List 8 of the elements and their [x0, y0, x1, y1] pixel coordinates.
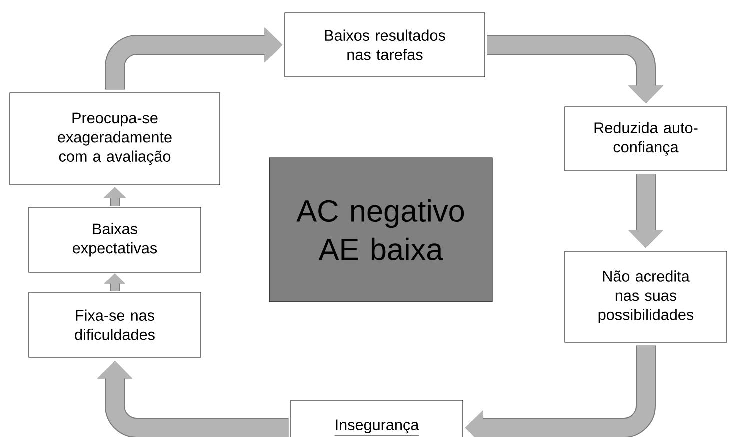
process-box: Insegurança — [290, 400, 464, 437]
process-box: Não acredita nas suas possibilidades — [564, 251, 728, 343]
process-box: Preocupa-se exageradamente com a avaliação — [10, 92, 220, 186]
process-box: Baixos resultados nas tarefas — [284, 12, 486, 78]
process-box: Fixa-se nas dificuldades — [28, 292, 202, 358]
process-box: Baixas expectativas — [28, 207, 202, 273]
process-box: Reduzida auto-confiança — [564, 106, 728, 172]
center-box: AC negativo AE baixa — [269, 158, 493, 302]
